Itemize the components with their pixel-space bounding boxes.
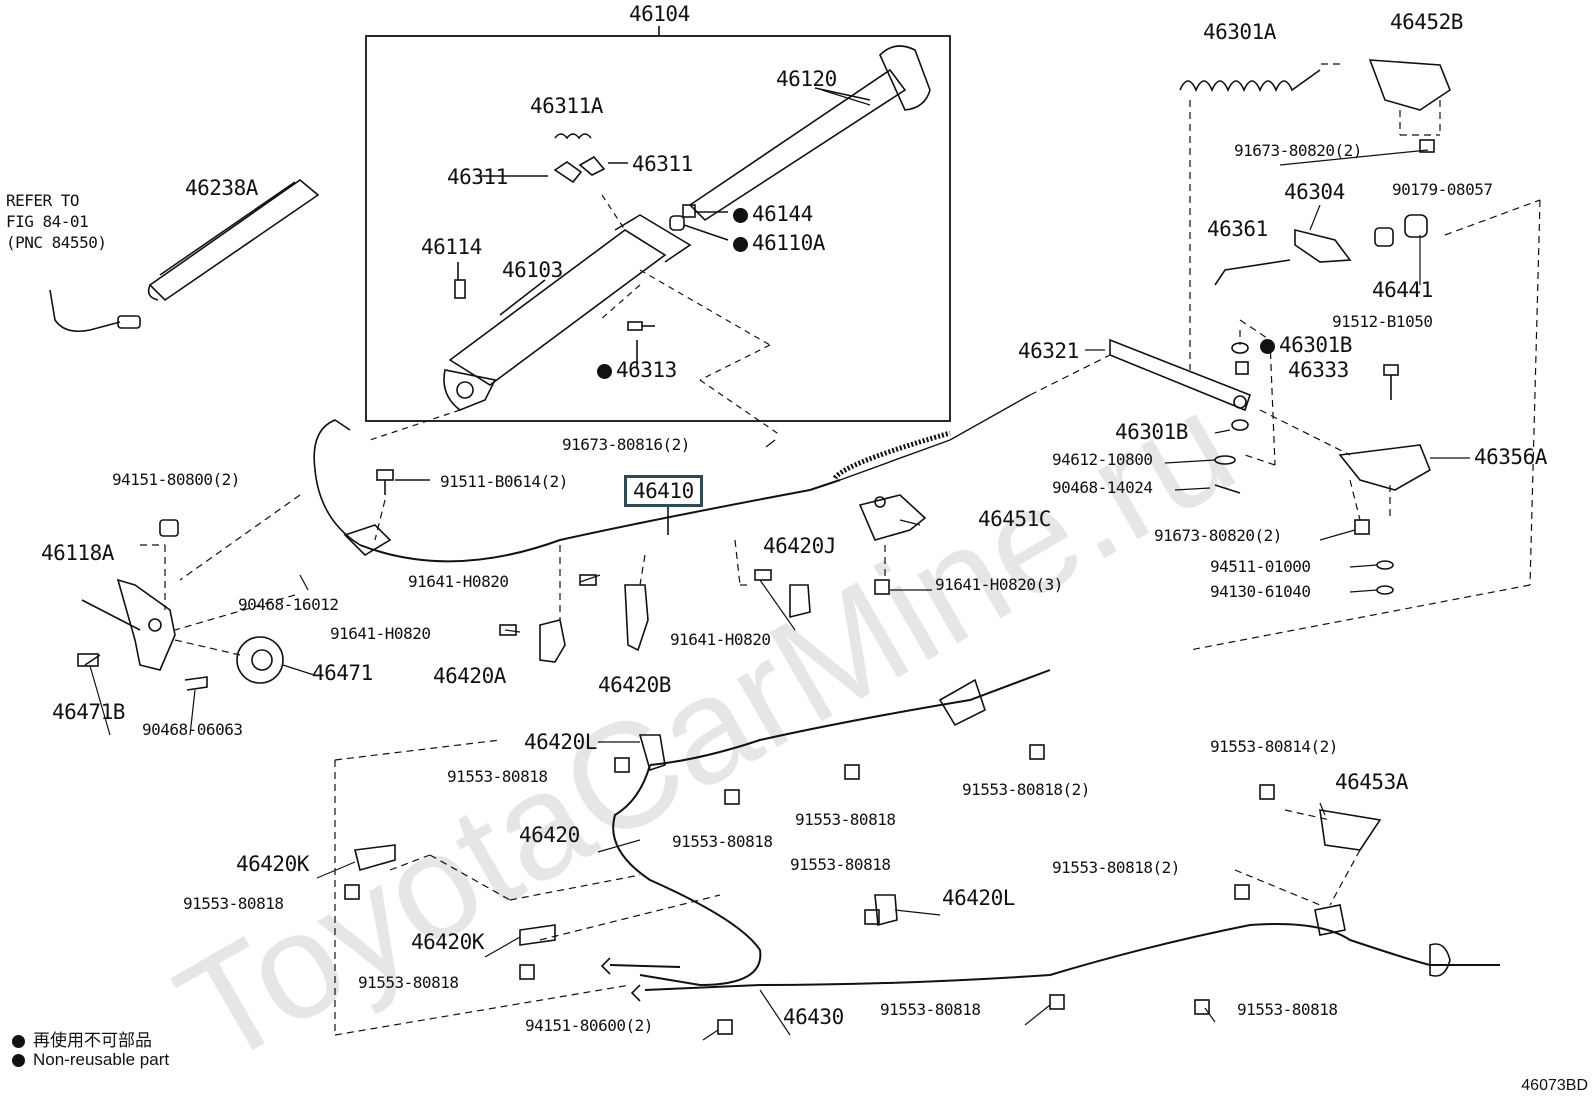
label-46144-text: 46144: [752, 202, 813, 226]
console-bracket: [148, 178, 320, 302]
label-90468-16012: 90468-16012: [238, 595, 339, 614]
label-46441: 46441: [1372, 278, 1433, 302]
label-46420K-a: 46420K: [236, 852, 309, 876]
label-46420L-a: 46420L: [524, 730, 597, 754]
refer-note: REFER TO FIG 84-01 (PNC 84550): [6, 191, 107, 252]
label-46410-highlight[interactable]: 46410: [624, 475, 703, 507]
label-91511-B0614: 91511-B0614(2): [440, 472, 568, 491]
label-90179-08057: 90179-08057: [1392, 180, 1493, 199]
label-46120: 46120: [776, 67, 837, 91]
label-94151-80600: 94151-80600(2): [525, 1016, 653, 1035]
label-91673-80820-b: 91673-80820(2): [1154, 526, 1282, 545]
pulley-46471: [236, 636, 284, 684]
rear-cable-46430: [644, 923, 1500, 991]
label-46118A: 46118A: [41, 541, 114, 565]
spring-46301A: [1179, 69, 1321, 92]
label-91553-80818-2a: 91553-80818(2): [962, 780, 1090, 799]
bracket-46451C: [858, 494, 927, 541]
label-46471B: 46471B: [52, 700, 125, 724]
label-91641-H0820-a: 91641-H0820: [408, 572, 509, 591]
label-46313: 46313: [597, 358, 677, 382]
label-91553-80818-e: 91553-80818: [790, 855, 891, 874]
label-46304: 46304: [1284, 180, 1345, 204]
label-46430: 46430: [783, 1005, 844, 1029]
label-91512-B1050: 91512-B1050: [1332, 312, 1433, 331]
label-46311-left: 46311: [447, 165, 508, 189]
non-reusable-dot-icon: [597, 363, 612, 379]
label-91553-80818-b: 91553-80818: [795, 810, 896, 829]
legend-en-text: Non-reusable part: [33, 1050, 170, 1069]
label-46356A: 46356A: [1474, 445, 1547, 469]
label-46321: 46321: [1018, 339, 1079, 363]
label-46420A: 46420A: [433, 664, 506, 688]
non-reusable-dot-icon: [12, 1054, 25, 1068]
label-94511-01000: 94511-01000: [1210, 557, 1311, 576]
label-46104: 46104: [629, 2, 690, 26]
label-46311-right: 46311: [632, 152, 693, 176]
label-46238A: 46238A: [185, 176, 258, 200]
lever-grip: [879, 45, 931, 111]
legend-jp-text: 再使用不可部品: [33, 1031, 152, 1050]
figure-number: 46073BD: [1521, 1077, 1588, 1094]
label-94130-61040: 94130-61040: [1210, 582, 1311, 601]
label-91553-80818-2b: 91553-80818(2): [1052, 858, 1180, 877]
label-46420B: 46420B: [598, 673, 671, 697]
label-46144: 46144: [733, 202, 813, 226]
label-94151-80800: 94151-80800(2): [112, 470, 240, 489]
label-46333: 46333: [1288, 358, 1349, 382]
rear-cable-46420: [612, 764, 762, 987]
non-reusable-dot-icon: [12, 1035, 25, 1049]
legend-jp: 再使用不可部品: [12, 1026, 152, 1051]
label-46103: 46103: [502, 258, 563, 282]
label-91553-80818-c: 91553-80818: [672, 832, 773, 851]
label-46451C: 46451C: [978, 507, 1051, 531]
label-46420J: 46420J: [763, 534, 836, 558]
label-91553-80818-g: 91553-80818: [880, 1000, 981, 1019]
non-reusable-dot-icon: [733, 207, 748, 223]
non-reusable-dot-icon: [733, 236, 748, 252]
lever-handle: [688, 68, 907, 222]
label-46420L-b: 46420L: [942, 886, 1015, 910]
label-46471: 46471: [312, 661, 373, 685]
label-46420K-b: 46420K: [411, 930, 484, 954]
label-46453A: 46453A: [1335, 770, 1408, 794]
label-46110A: 46110A: [733, 231, 825, 255]
label-94612-10800: 94612-10800: [1052, 450, 1153, 469]
label-46361: 46361: [1207, 217, 1268, 241]
legend-en: Non-reusable part: [12, 1050, 169, 1070]
label-46114: 46114: [421, 235, 482, 259]
label-91553-80814: 91553-80814(2): [1210, 737, 1338, 756]
label-91673-80816: 91673-80816(2): [562, 435, 690, 454]
label-91641-H0820-3: 91641-H0820(3): [935, 575, 1063, 594]
bracket-46118A: [116, 578, 176, 671]
lever-46321: [1109, 338, 1251, 412]
label-46420: 46420: [519, 823, 580, 847]
label-46301B-b: 46301B: [1115, 420, 1188, 444]
label-46301B-a: 46301B: [1260, 333, 1352, 357]
label-91553-80818-d: 91553-80818: [183, 894, 284, 913]
label-46301A: 46301A: [1203, 20, 1276, 44]
label-90468-06063: 90468-06063: [142, 720, 243, 739]
label-91553-80818-h: 91553-80818: [1237, 1000, 1338, 1019]
label-91673-80820-a: 91673-80820(2): [1234, 141, 1362, 160]
label-91553-80818-f: 91553-80818: [358, 973, 459, 992]
front-cable: [359, 479, 841, 563]
label-46301B-a-text: 46301B: [1279, 333, 1352, 357]
label-91553-80818-a: 91553-80818: [447, 767, 548, 786]
non-reusable-dot-icon: [1260, 338, 1275, 354]
lever-assembly-box: [365, 35, 951, 422]
bracket-46452B: [1368, 59, 1451, 111]
label-46452B: 46452B: [1390, 10, 1463, 34]
label-46311A: 46311A: [530, 94, 603, 118]
label-91641-H0820-b: 91641-H0820: [330, 624, 431, 643]
label-90468-14024: 90468-14024: [1052, 478, 1153, 497]
label-46313-text: 46313: [616, 358, 677, 382]
label-91641-H0820-c: 91641-H0820: [670, 630, 771, 649]
label-46110A-text: 46110A: [752, 231, 825, 255]
